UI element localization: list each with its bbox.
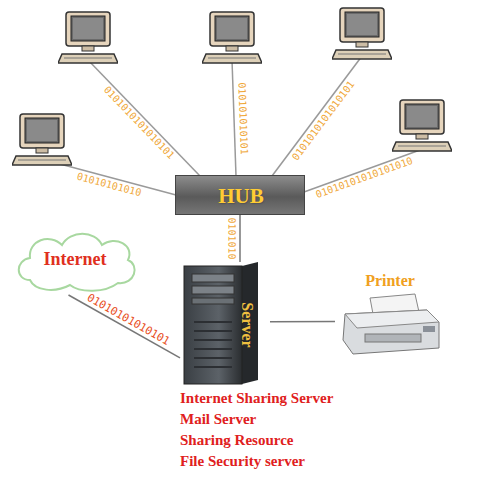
binary-stream: 01010101010101010 [315, 155, 415, 200]
server-logo: Server [238, 302, 256, 347]
drive-bay [192, 274, 234, 282]
printer-device: Printer [335, 272, 445, 362]
vent-line [194, 357, 232, 359]
computer-icon [392, 100, 452, 151]
printer-top [345, 310, 439, 328]
binary-stream: 0101010101010101 [102, 84, 177, 161]
computer-icon [58, 12, 118, 63]
binary-stream: 010101010101 [236, 82, 249, 155]
network-cable [272, 56, 362, 176]
internet-cloud: Internet [10, 225, 140, 295]
printer-tray [365, 334, 421, 342]
hub-box: HUB [175, 175, 305, 215]
printer-panel [423, 326, 435, 332]
network-link [270, 321, 335, 323]
vent-line [194, 348, 232, 350]
hub-label: HUB [176, 176, 306, 216]
binary-stream: 01010101010 [75, 170, 142, 198]
service-item: Internet Sharing Server [180, 390, 333, 407]
network-cable [304, 150, 420, 192]
tower-body [184, 266, 242, 384]
network-link [69, 295, 181, 358]
vent-line [194, 366, 232, 368]
computer-icon [202, 12, 262, 63]
service-item: Mail Server [180, 411, 256, 428]
vent-line [194, 339, 232, 341]
computer-icon [332, 8, 392, 59]
printer-body [343, 310, 439, 354]
network-link [239, 215, 241, 262]
server-tower: ServerInternet Sharing ServerMail Server… [180, 262, 270, 475]
network-cable [232, 60, 236, 176]
drive-bay [192, 298, 234, 304]
binary-stream: 0101010 [227, 217, 238, 259]
computer-icon [12, 114, 72, 165]
binary-stream: 01010101010101 [84, 291, 171, 348]
vent-line [194, 321, 232, 323]
binary-stream: 0101010101010101 [289, 78, 356, 162]
service-item: Sharing Resource [180, 432, 293, 449]
cloud-label: Internet [10, 249, 140, 270]
vent-line [194, 330, 232, 332]
printer-label: Printer [335, 272, 445, 290]
network-cable [88, 60, 200, 176]
drive-bay [192, 286, 234, 294]
service-item: File Security server [180, 453, 305, 470]
